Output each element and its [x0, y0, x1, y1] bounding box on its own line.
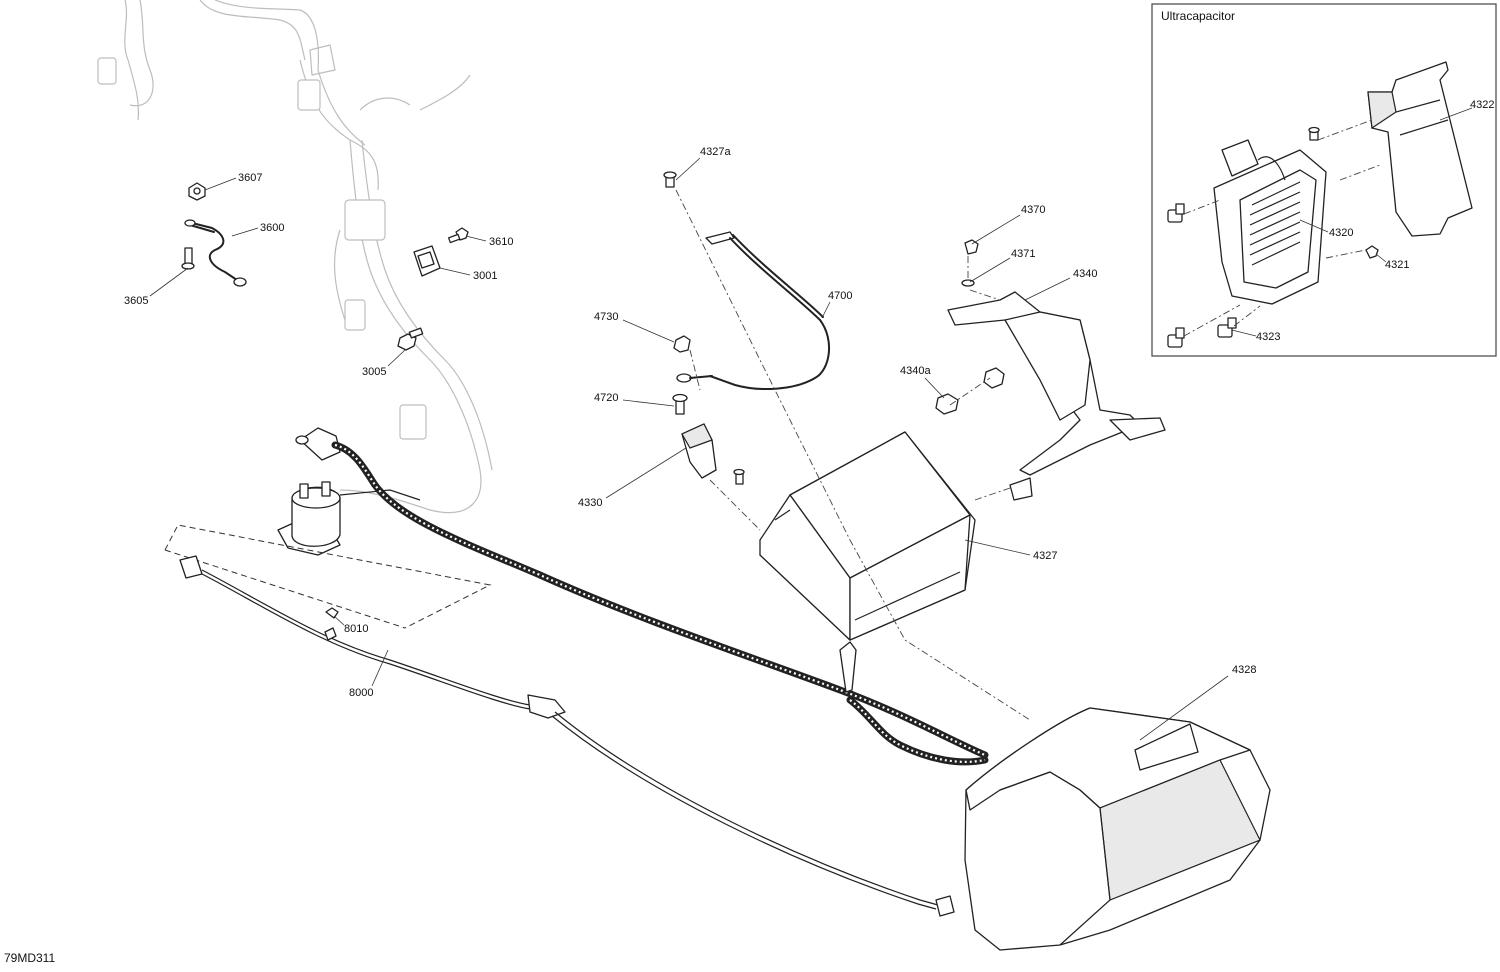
- connector-3001: [397, 227, 469, 351]
- callout-4720: 4720: [594, 392, 618, 404]
- inset-title: Ultracapacitor: [1161, 9, 1235, 23]
- callout-4340a: 4340a: [900, 365, 931, 377]
- terminal-cover-4330: [672, 335, 745, 485]
- callout-3610: 3610: [489, 236, 513, 248]
- battery-bracket-4340: [935, 239, 1166, 501]
- main-cable-harness: [295, 427, 989, 766]
- negative-cable-4700: [663, 171, 831, 391]
- callout-4328: 4328: [1232, 664, 1256, 676]
- callout-4327a: 4327a: [700, 146, 731, 158]
- leader-lines: [149, 107, 1473, 741]
- callout-3605: 3605: [124, 295, 148, 307]
- battery-4327: [759, 431, 976, 641]
- sensor-wire-8000: [164, 524, 955, 917]
- callout-4327: 4327: [1033, 550, 1057, 562]
- callout-4370: 4370: [1021, 204, 1045, 216]
- callout-4320: 4320: [1329, 227, 1353, 239]
- callout-3600: 3600: [260, 222, 284, 234]
- callout-4323: 4323: [1256, 331, 1280, 343]
- callout-4330: 4330: [578, 497, 602, 509]
- battery-cable-3600: [181, 182, 247, 287]
- diagram-code: 79MD311: [4, 951, 55, 965]
- starter-solenoid: [277, 481, 421, 556]
- callout-4730: 4730: [594, 311, 618, 323]
- callout-3005: 3005: [362, 366, 386, 378]
- callout-4322: 4322: [1470, 99, 1494, 111]
- battery-tray-4328: [964, 707, 1271, 951]
- background-harness: [97, 0, 493, 514]
- callout-labels: 3607 3600 3605 3610 3001 3005 4327a 4700…: [124, 99, 1494, 699]
- ultracapacitor-inset: [1151, 3, 1497, 357]
- callout-4371: 4371: [1011, 248, 1035, 260]
- callout-4700: 4700: [828, 290, 852, 302]
- callout-3607: 3607: [238, 172, 262, 184]
- callout-4321: 4321: [1385, 259, 1409, 271]
- callout-8010: 8010: [344, 623, 368, 635]
- assembly-axis-lines: [675, 189, 1031, 721]
- callout-3001: 3001: [473, 270, 497, 282]
- callout-4340: 4340: [1073, 268, 1097, 280]
- callout-8000: 8000: [349, 687, 373, 699]
